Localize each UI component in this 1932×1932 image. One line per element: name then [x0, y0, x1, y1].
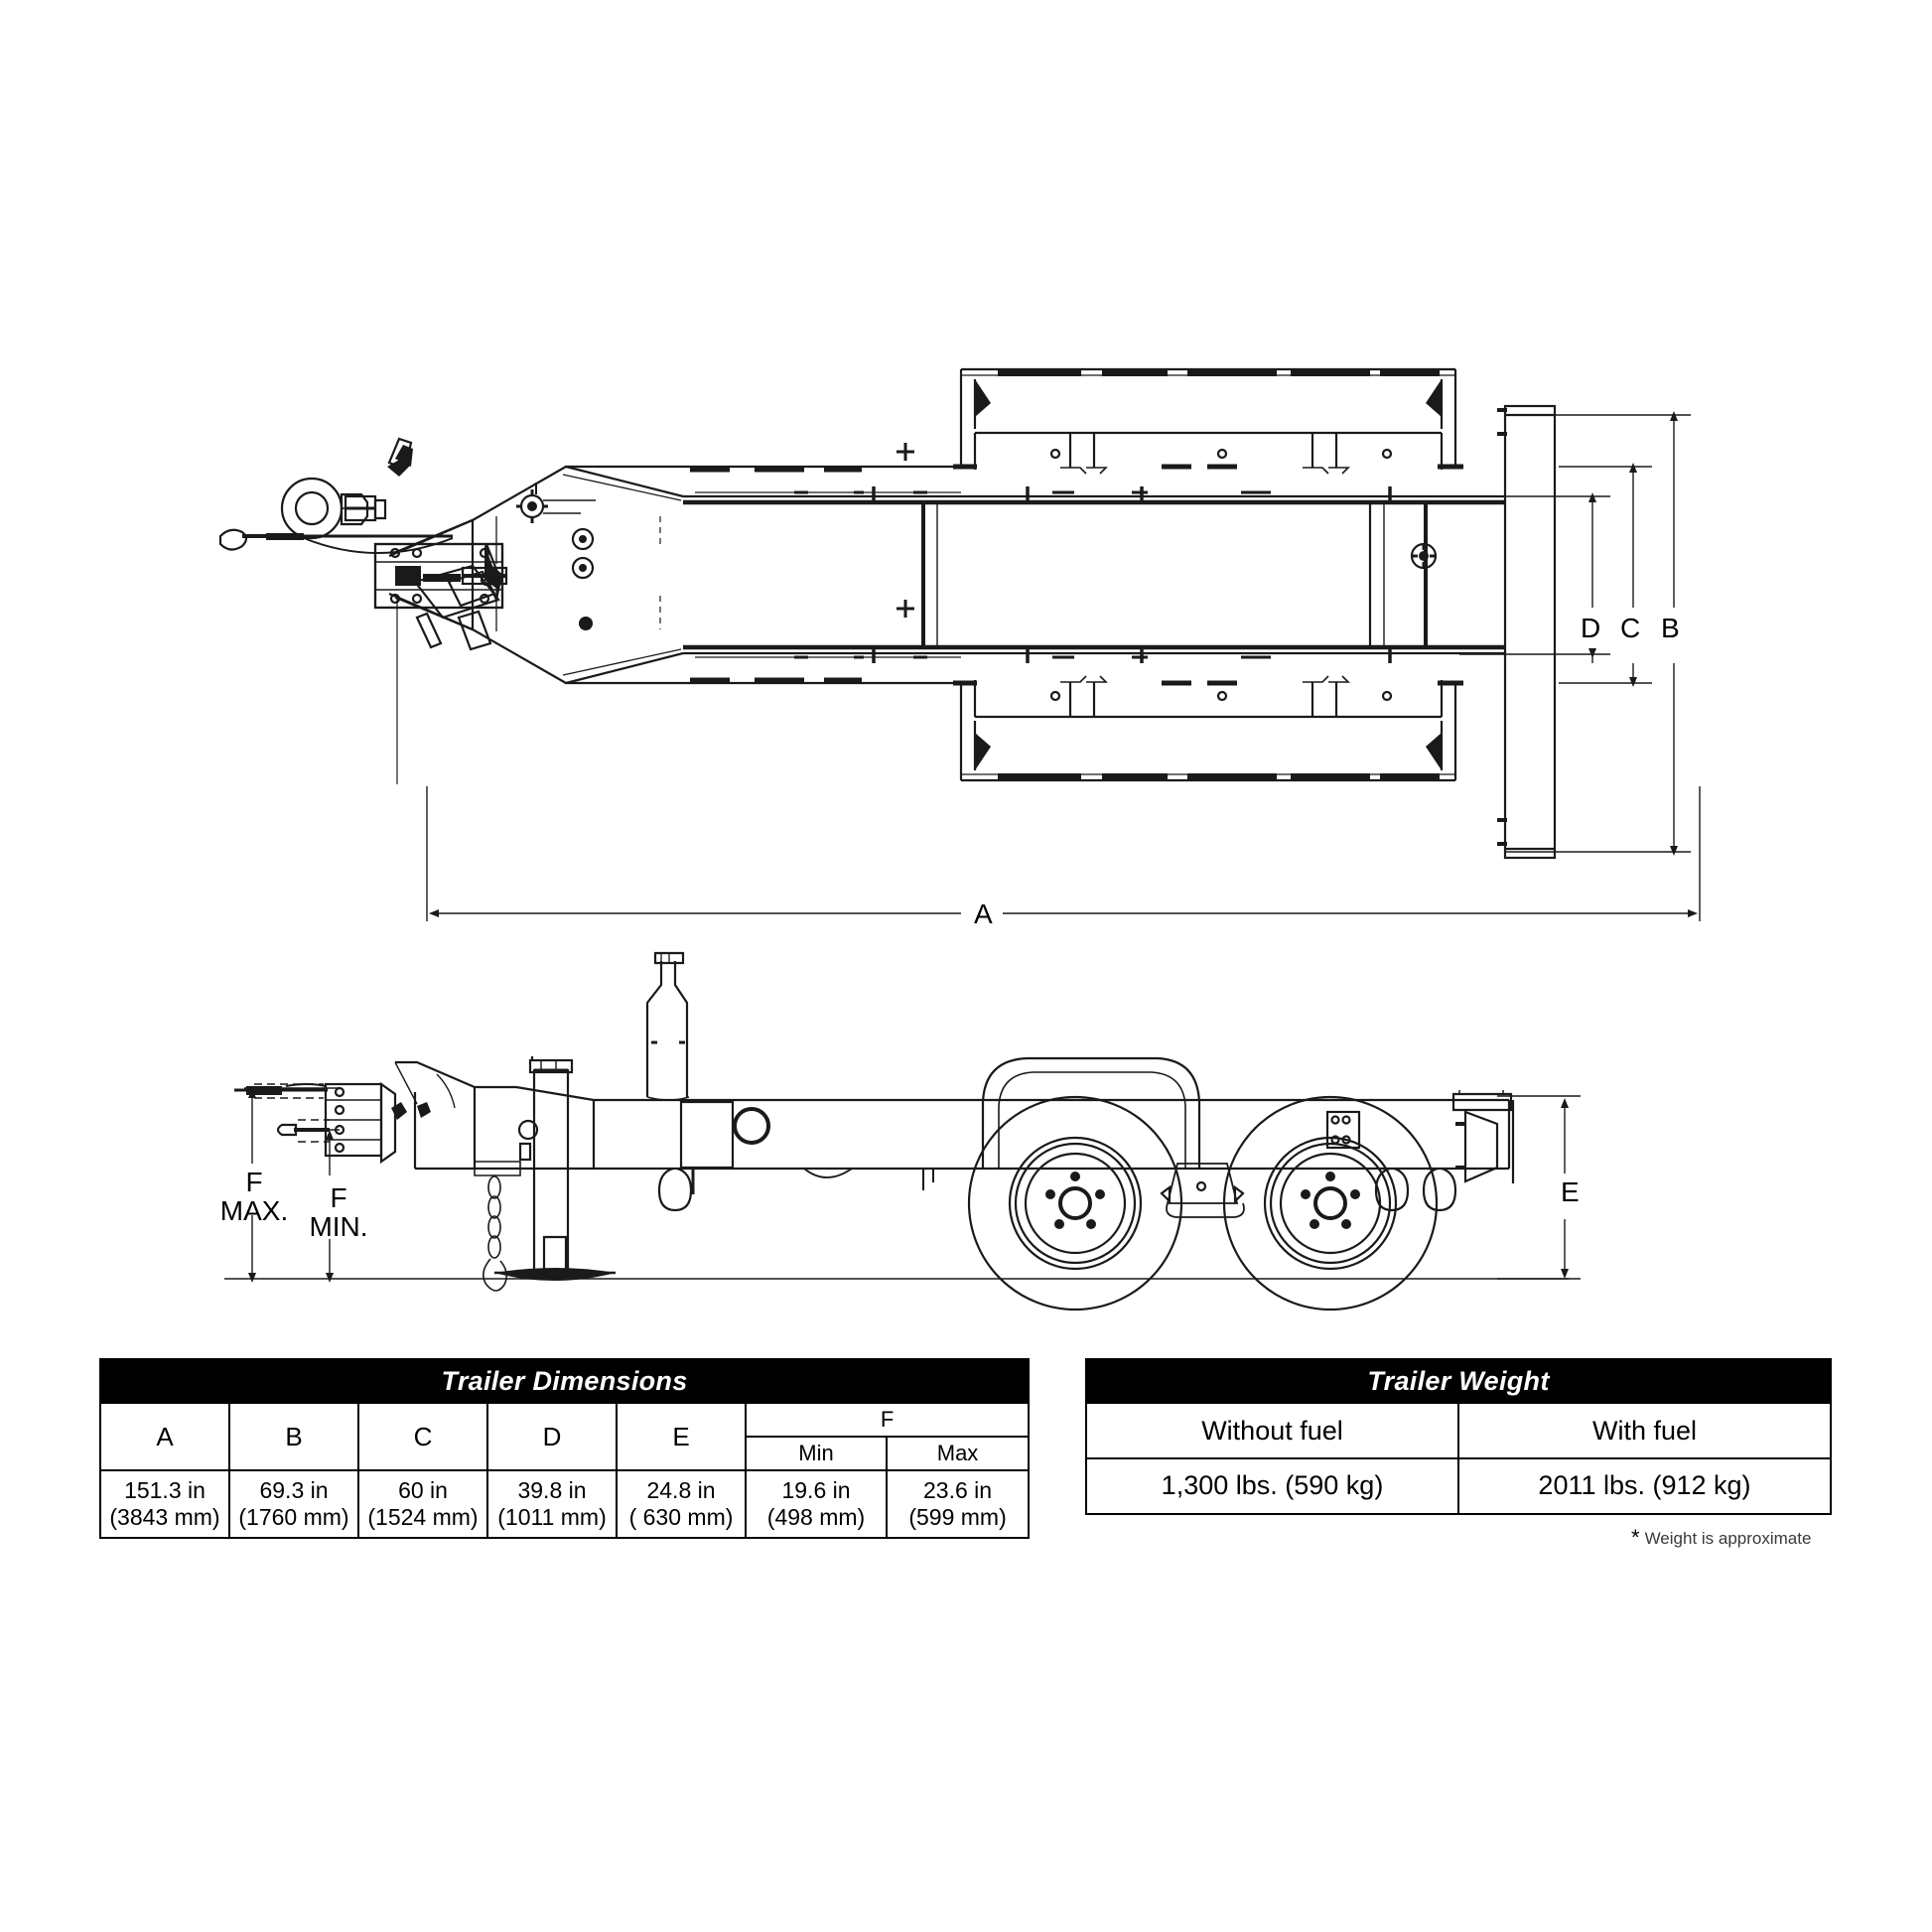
- dimensions-table-value-row: 151.3 in (3843 mm) 69.3 in (1760 mm) 60 …: [99, 1469, 1031, 1539]
- column-header-with-fuel: With fuel: [1457, 1402, 1832, 1459]
- weight-table-title-row: Trailer Weight: [1085, 1358, 1832, 1404]
- side-view-coupler: [234, 1081, 431, 1165]
- dimension-label-C: C: [1620, 613, 1641, 643]
- side-view-tiedown-rear: [1374, 1167, 1410, 1212]
- value-A-mm: (3843 mm): [109, 1504, 220, 1530]
- dimensions-table-header-row: A B C D E F: [99, 1402, 1031, 1471]
- top-view-lower-rack: [953, 675, 1463, 782]
- top-view-deck-outline: [471, 465, 1505, 685]
- side-view-jack: [494, 1056, 616, 1281]
- side-view-tiedown-front: [657, 1167, 695, 1212]
- dimensions-table-subheader-row: Min Max: [100, 1436, 1031, 1471]
- side-view-wheel-front: [967, 1095, 1183, 1311]
- top-view-upper-rack: [953, 367, 1463, 475]
- column-header-C: C: [357, 1402, 488, 1471]
- value-C-mm: (1524 mm): [367, 1504, 479, 1530]
- value-cell-F-max: 23.6 in (599 mm): [885, 1469, 1031, 1539]
- dimensions-table-title: Trailer Dimensions: [98, 1358, 1031, 1404]
- side-view-stack: [645, 951, 690, 1101]
- weight-note-text: Weight is approximate: [1644, 1529, 1812, 1548]
- value-E-inches: 24.8 in: [646, 1476, 716, 1503]
- value-A-inches: 151.3 in: [124, 1476, 206, 1503]
- value-F-max-inches: 23.6 in: [923, 1476, 993, 1503]
- side-view-fender: [973, 1056, 1361, 1170]
- column-subheader-F-min: Min: [745, 1436, 888, 1471]
- value-cell-weight-with-fuel: 2011 lbs. (912 kg): [1457, 1457, 1832, 1515]
- value-C-inches: 60 in: [398, 1476, 448, 1503]
- side-view-rear-end: [1422, 1090, 1515, 1212]
- column-subheader-F-max: Max: [885, 1436, 1031, 1471]
- top-view-tongue-assembly: [218, 437, 508, 784]
- column-header-F: F: [744, 1402, 1031, 1438]
- dimension-label-E: E: [1561, 1176, 1580, 1207]
- value-B-inches: 69.3 in: [259, 1476, 329, 1503]
- side-view-dimension-lines: [244, 1087, 1581, 1283]
- top-view-lower-flange: [565, 600, 1393, 702]
- dimension-label-F-min-letter: F: [330, 1182, 347, 1213]
- value-F-min-mm: (498 mm): [766, 1504, 866, 1530]
- value-cell-C: 60 in (1524 mm): [357, 1469, 488, 1539]
- column-header-E: E: [616, 1402, 747, 1471]
- side-view-group: [224, 951, 1581, 1311]
- dimension-label-F-max-qualifier: MAX.: [219, 1195, 289, 1227]
- weight-table-header-row: Without fuel With fuel: [1085, 1402, 1832, 1459]
- jack-block: [413, 564, 500, 651]
- column-header-B: B: [228, 1402, 359, 1471]
- top-view-dimension-lines: [426, 411, 1701, 921]
- value-F-min-inches: 19.6 in: [781, 1476, 851, 1503]
- trailer-dimensions-table: Trailer Dimensions A B C D E F Min Max 1…: [98, 1358, 1031, 1539]
- value-E-mm: ( 630 mm): [628, 1504, 734, 1530]
- value-cell-A: 151.3 in (3843 mm): [99, 1469, 230, 1539]
- column-header-without-fuel: Without fuel: [1085, 1402, 1459, 1459]
- top-view-nose-features: [495, 483, 661, 631]
- top-view-rear-panel: [1497, 404, 1557, 860]
- value-F-max-mm: (599 mm): [908, 1504, 1007, 1530]
- value-D-mm: (1011 mm): [497, 1504, 607, 1530]
- dimension-label-F-max: F MAX.: [213, 1168, 295, 1226]
- value-cell-weight-without-fuel: 1,300 lbs. (590 kg): [1085, 1457, 1459, 1515]
- dimension-label-F-min-qualifier: MIN.: [309, 1211, 368, 1243]
- value-cell-D: 39.8 in (1011 mm): [486, 1469, 618, 1539]
- value-cell-F-min: 19.6 in (498 mm): [745, 1469, 888, 1539]
- weight-table-value-row: 1,300 lbs. (590 kg) 2011 lbs. (912 kg): [1085, 1457, 1832, 1515]
- latch-handle: [516, 483, 596, 523]
- side-view-main-frame: [394, 1060, 1511, 1171]
- side-view-equalizer: [1160, 1163, 1245, 1218]
- value-cell-B: 69.3 in (1760 mm): [228, 1469, 359, 1539]
- dimension-label-A: A: [974, 898, 993, 929]
- side-view-port: [733, 1107, 770, 1145]
- weight-approximate-note: *Weight is approximate: [1631, 1525, 1850, 1551]
- weight-table-title: Trailer Weight: [1085, 1358, 1832, 1404]
- dimension-label-B: B: [1661, 613, 1680, 643]
- side-view-safety-chain: [474, 1161, 521, 1292]
- top-view-upper-flange: [565, 443, 1393, 502]
- side-view-junction-box: [679, 1100, 735, 1170]
- dimensions-table-title-row: Trailer Dimensions: [98, 1358, 1031, 1404]
- dimension-label-F-min: F MIN.: [298, 1183, 379, 1242]
- asterisk-icon: *: [1631, 1525, 1640, 1550]
- value-D-inches: 39.8 in: [517, 1476, 587, 1503]
- value-B-mm: (1760 mm): [238, 1504, 349, 1530]
- column-header-D: D: [486, 1402, 618, 1471]
- top-view-center-enclosure: [921, 500, 1438, 649]
- column-header-A: A: [99, 1402, 230, 1471]
- value-cell-E: 24.8 in ( 630 mm): [616, 1469, 747, 1539]
- top-view-group: [218, 367, 1701, 921]
- trailer-weight-table: Trailer Weight Without fuel With fuel 1,…: [1085, 1358, 1832, 1515]
- dimension-label-D: D: [1581, 613, 1601, 643]
- fuel-cap-icon: [1410, 542, 1438, 570]
- dimension-label-F-max-letter: F: [245, 1167, 263, 1197]
